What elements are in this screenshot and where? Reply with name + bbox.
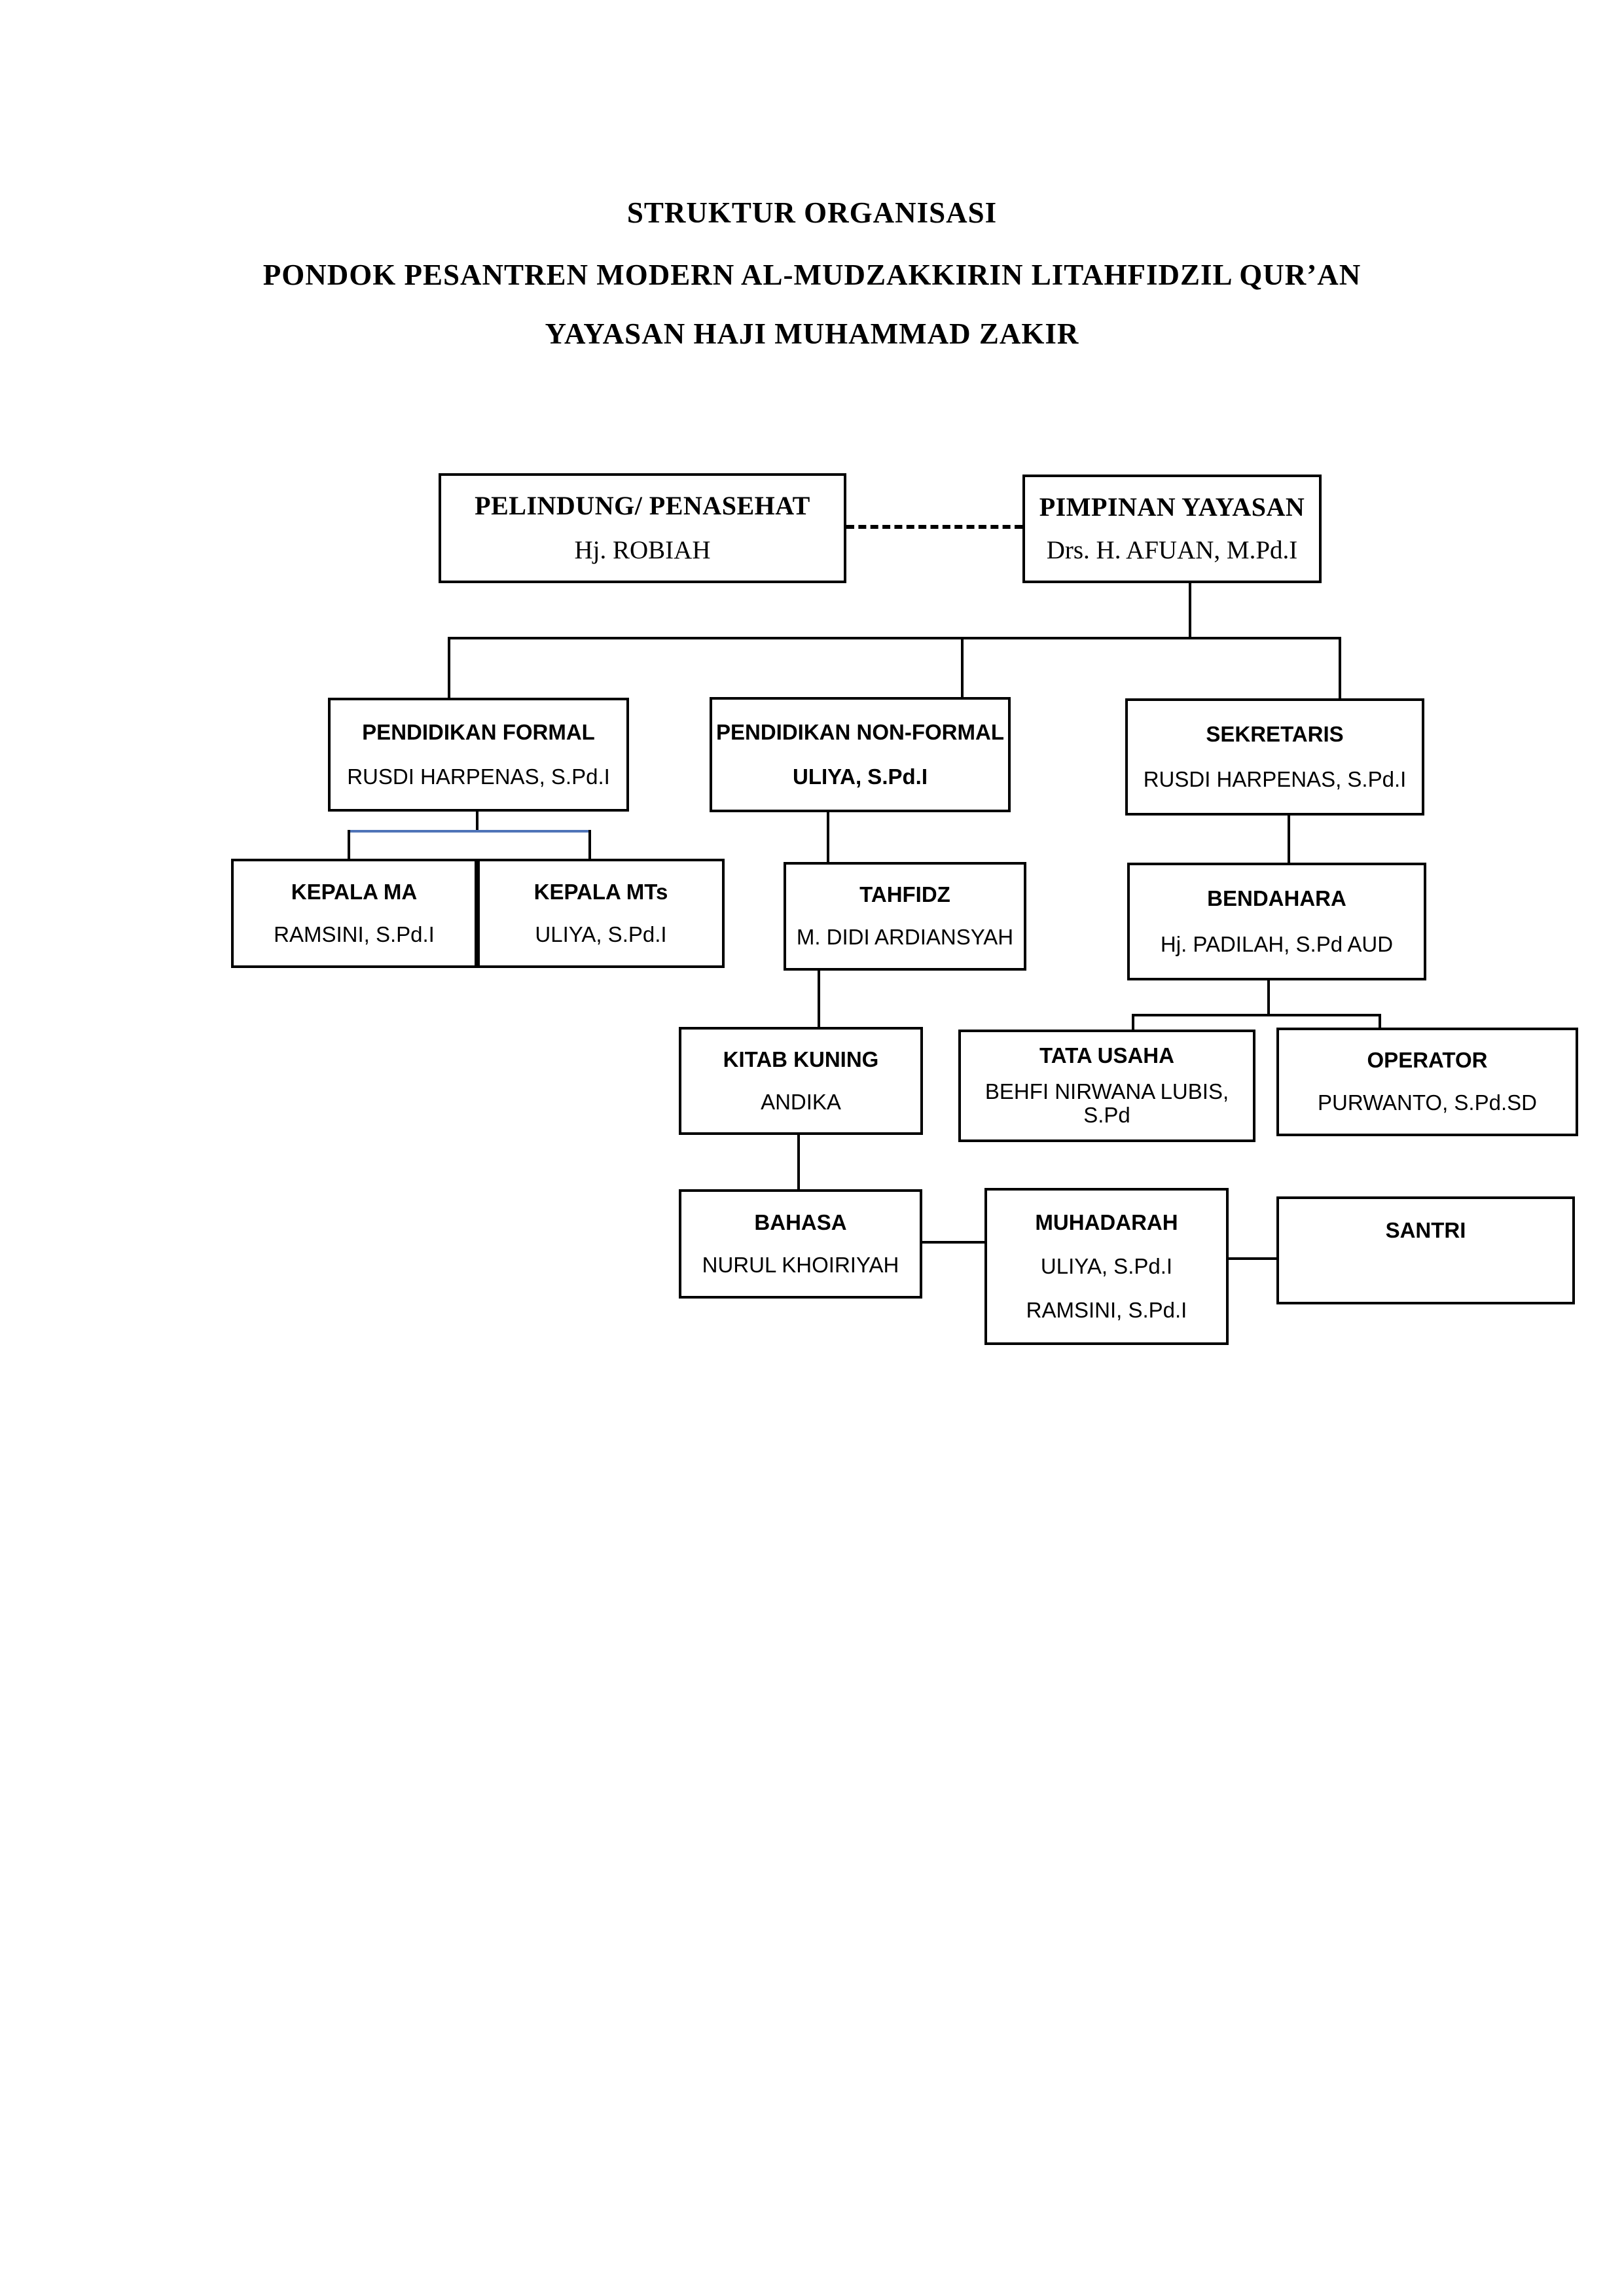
node-kepala-ma: KEPALA MA RAMSINI, S.Pd.I (231, 859, 477, 968)
node-title: PENDIDIKAN FORMAL (362, 720, 595, 745)
node-title: PELINDUNG/ PENASEHAT (475, 491, 810, 521)
node-operator: OPERATOR PURWANTO, S.Pd.SD (1276, 1028, 1578, 1136)
page-title-line3: YAYASAN HAJI MUHAMMAD ZAKIR (545, 317, 1079, 350)
connector-tahfidz-kitabkuning (818, 969, 820, 1028)
node-title: BAHASA (754, 1210, 847, 1234)
node-title: BENDAHARA (1207, 886, 1346, 911)
node-pendidikan-formal: PENDIDIKAN FORMAL RUSDI HARPENAS, S.Pd.I (328, 698, 629, 812)
node-person: M. DIDI ARDIANSYAH (796, 925, 1014, 950)
node-title: PIMPINAN YAYASAN (1039, 492, 1305, 522)
node-tahfidz: TAHFIDZ M. DIDI ARDIANSYAH (784, 862, 1026, 971)
node-title: TATA USAHA (1039, 1043, 1174, 1068)
node-kepala-mts: KEPALA MTs ULIYA, S.Pd.I (477, 859, 725, 968)
connector-pelindung-pimpinan-dashed (846, 525, 1022, 529)
connector-bahasa-muhadarah (920, 1241, 986, 1244)
connector-drop-pendidikan-formal (448, 637, 450, 699)
connector-kepala-branch-bar (349, 830, 591, 833)
connector-drop-pendidikan-nonformal (961, 637, 964, 698)
node-title: SANTRI (1385, 1218, 1466, 1242)
node-person: Drs. H. AFUAN, M.Pd.I (1046, 536, 1298, 565)
node-person: RUSDI HARPENAS, S.Pd.I (347, 764, 610, 789)
connector-drop-kepala-mts (588, 830, 591, 860)
node-person: RAMSINI, S.Pd.I (274, 922, 435, 946)
connector-drop-operator (1379, 1014, 1381, 1029)
connector-formal-down (476, 810, 478, 833)
node-person-2: RAMSINI, S.Pd.I (1026, 1297, 1187, 1322)
connector-sekretaris-bendahara (1288, 814, 1290, 864)
connector-muhadarah-santri (1227, 1257, 1278, 1260)
node-person: RUSDI HARPENAS, S.Pd.I (1143, 766, 1407, 791)
node-person: PURWANTO, S.Pd.SD (1318, 1090, 1537, 1115)
node-person: Hj. PADILAH, S.Pd AUD (1160, 931, 1394, 956)
node-person: ULIYA, S.Pd.I (1040, 1253, 1173, 1278)
connector-kitabkuning-bahasa (797, 1134, 800, 1191)
connector-bendahara-branch-bar (1132, 1014, 1381, 1016)
page-title-line2: PONDOK PESANTREN MODERN AL-MUDZAKKIRIN L… (262, 259, 1362, 291)
node-title: PENDIDIKAN NON-FORMAL (716, 719, 1004, 744)
node-pendidikan-nonformal: PENDIDIKAN NON-FORMAL ULIYA, S.Pd.I (710, 697, 1011, 812)
connector-level2-bus (448, 637, 1341, 639)
connector-nonformal-tahfidz (827, 811, 829, 863)
connector-drop-tata-usaha (1132, 1014, 1134, 1031)
page-title-line1: STRUKTUR ORGANISASI (626, 196, 998, 229)
connector-drop-kepala-ma (348, 830, 350, 860)
node-kitab-kuning: KITAB KUNING ANDIKA (679, 1027, 923, 1135)
node-title: SEKRETARIS (1206, 721, 1344, 746)
node-title: OPERATOR (1367, 1048, 1488, 1073)
node-muhadarah: MUHADARAH ULIYA, S.Pd.I RAMSINI, S.Pd.I (984, 1188, 1229, 1345)
node-title: KITAB KUNING (723, 1047, 879, 1072)
node-person: BEHFI NIRWANA LUBIS, S.Pd (984, 1079, 1229, 1128)
connector-bendahara-down (1267, 979, 1270, 1016)
node-title: KEPALA MA (291, 879, 418, 904)
node-title: MUHADARAH (1035, 1210, 1178, 1234)
node-person: NURUL KHOIRIYAH (702, 1252, 899, 1277)
node-person: Hj. ROBIAH (574, 535, 711, 564)
node-person: ULIYA, S.Pd.I (793, 764, 928, 789)
node-bahasa: BAHASA NURUL KHOIRIYAH (679, 1189, 922, 1299)
connector-drop-sekretaris (1339, 637, 1341, 700)
node-santri: SANTRI (1276, 1196, 1575, 1304)
node-tata-usaha: TATA USAHA BEHFI NIRWANA LUBIS, S.Pd (958, 1030, 1255, 1142)
node-pimpinan-yayasan: PIMPINAN YAYASAN Drs. H. AFUAN, M.Pd.I (1022, 475, 1322, 583)
node-bendahara: BENDAHARA Hj. PADILAH, S.Pd AUD (1127, 863, 1426, 980)
node-title: TAHFIDZ (859, 882, 950, 907)
node-sekretaris: SEKRETARIS RUSDI HARPENAS, S.Pd.I (1125, 698, 1424, 816)
connector-pimpinan-down (1189, 582, 1191, 639)
node-person: ANDIKA (761, 1089, 841, 1114)
node-pelindung-penasehat: PELINDUNG/ PENASEHAT Hj. ROBIAH (439, 473, 846, 583)
node-title: KEPALA MTs (533, 879, 668, 904)
node-person: ULIYA, S.Pd.I (535, 922, 667, 946)
